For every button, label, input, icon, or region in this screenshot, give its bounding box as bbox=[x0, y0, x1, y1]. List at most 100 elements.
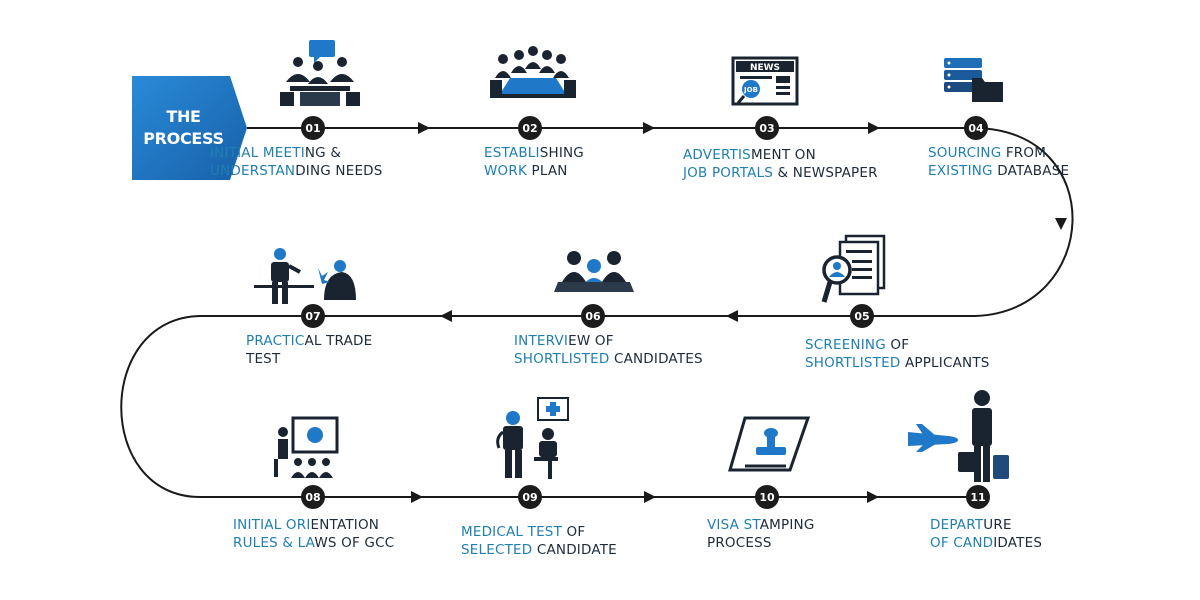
step-label-line: SHORTLISTED APPLICANTS bbox=[805, 354, 1045, 372]
step-label-highlight: INTERVI bbox=[514, 333, 569, 349]
interview-icon bbox=[554, 251, 634, 292]
arrow-right bbox=[643, 122, 655, 134]
step-number-badge: 05 bbox=[850, 304, 874, 328]
arrow-left bbox=[726, 310, 738, 322]
step-number-badge: 10 bbox=[755, 485, 779, 509]
step-number-badge: 02 bbox=[518, 116, 542, 140]
step-label: INITIAL MEETING &UNDERSTANDING NEEDS bbox=[210, 144, 450, 180]
step-label-line: SELECTED CANDIDATE bbox=[461, 541, 701, 559]
step-label-text: PLAN bbox=[531, 163, 568, 179]
step-label-text: MENT ON bbox=[750, 147, 816, 163]
step-label-text: CANDIDATES bbox=[613, 351, 703, 367]
connector-path bbox=[120, 127, 1074, 498]
step-label-text: AL TRADE bbox=[304, 333, 373, 349]
step-label-text: ENTATION bbox=[310, 517, 380, 533]
step-label-line: UNDERSTANDING NEEDS bbox=[210, 162, 450, 180]
step-label-text: URE bbox=[983, 517, 1012, 533]
step-label-highlight: OF CAND bbox=[930, 535, 994, 551]
step-label-highlight: PRACTIC bbox=[246, 333, 305, 349]
step-label-line: SOURCING FROM bbox=[928, 144, 1168, 162]
step-number-badge: 06 bbox=[581, 304, 605, 328]
step-label-line: MEDICAL TEST OF bbox=[461, 523, 701, 541]
step-label-highlight: UNDERSTAN bbox=[210, 163, 296, 179]
step-label-line: ESTABLISHING bbox=[484, 144, 724, 162]
medical-icon bbox=[496, 397, 569, 479]
banner-line-1: THE bbox=[166, 107, 201, 126]
step-number-badge: 11 bbox=[966, 485, 990, 509]
step-label-highlight: SHORTLISTED bbox=[514, 351, 614, 367]
conference-table-icon bbox=[490, 46, 576, 98]
step-label-text: CANDIDATE bbox=[536, 542, 617, 558]
step-label-line: PROCESS bbox=[707, 534, 947, 552]
step-label-line: EXISTING DATABASE bbox=[928, 162, 1168, 180]
step-label-highlight: WORK bbox=[484, 163, 532, 179]
step-label-text: WS OF GCC bbox=[314, 535, 395, 551]
step-label-text: AMPING bbox=[759, 517, 815, 533]
arrow-left bbox=[440, 310, 452, 322]
step-label-text: DING NEEDS bbox=[295, 163, 383, 179]
stamp-icon bbox=[728, 416, 811, 472]
process-banner: THE PROCESS bbox=[132, 76, 247, 180]
arrow-right bbox=[418, 122, 430, 134]
step-label-highlight: INITIAL ORI bbox=[233, 517, 311, 533]
job-text: JOB bbox=[743, 86, 758, 94]
step-label-highlight: ESTABLI bbox=[484, 145, 540, 161]
traveler-icon bbox=[908, 390, 1009, 482]
step-label-highlight: INITIAL MEETI bbox=[210, 145, 305, 161]
step-label-line: ADVERTISMENT ON bbox=[683, 146, 923, 164]
meeting-icon bbox=[280, 40, 360, 106]
step-label-text: TEST bbox=[246, 351, 281, 367]
screening-icon bbox=[821, 234, 886, 303]
banner-shape bbox=[132, 76, 247, 180]
step-label-highlight: SOURCING bbox=[928, 145, 1006, 161]
step-label-highlight: EXISTING bbox=[928, 163, 998, 179]
step-label-text: DATABASE bbox=[997, 163, 1070, 179]
step-label-highlight: MEDICAL TEST bbox=[461, 524, 567, 540]
arrow-right bbox=[867, 491, 879, 503]
step-number-badge: 08 bbox=[301, 485, 325, 509]
step-label-text: OF bbox=[890, 337, 910, 353]
news-text: NEWS bbox=[750, 63, 780, 73]
step-label-highlight: DEPART bbox=[930, 517, 984, 533]
step-label-highlight: ADVERTIS bbox=[683, 147, 751, 163]
step-label-text: EW OF bbox=[568, 333, 614, 349]
step-label-highlight: JOB PORTALS bbox=[683, 165, 778, 181]
newspaper-icon: NEWS JOB bbox=[731, 56, 799, 106]
step-label-line: DEPARTURE bbox=[930, 516, 1170, 534]
arrow-right bbox=[868, 122, 880, 134]
step-label-highlight: RULES & LA bbox=[233, 535, 315, 551]
step-label-line: SHORTLISTED CANDIDATES bbox=[514, 350, 754, 368]
step-label-line: RULES & LAWS OF GCC bbox=[233, 534, 473, 552]
step-label-line: VISA STAMPING bbox=[707, 516, 947, 534]
database-folder-icon bbox=[944, 58, 1003, 102]
step-label-text: APPLICANTS bbox=[904, 355, 990, 371]
arrow-right bbox=[644, 491, 656, 503]
step-label-line: INITIAL MEETING & bbox=[210, 144, 450, 162]
step-label-text: PROCESS bbox=[707, 535, 772, 551]
step-number-badge: 09 bbox=[518, 485, 542, 509]
step-label-highlight: SELECTED bbox=[461, 542, 537, 558]
flow-arrows bbox=[411, 122, 1067, 503]
step-number-badge: 03 bbox=[755, 116, 779, 140]
step-number-badge: 07 bbox=[301, 304, 325, 328]
step-label-text: NG & bbox=[304, 145, 342, 161]
step-label-text: OF bbox=[566, 524, 586, 540]
step-label-line: WORK PLAN bbox=[484, 162, 724, 180]
presentation-icon bbox=[274, 416, 339, 478]
step-label-highlight: VISA ST bbox=[707, 517, 760, 533]
step-label-line: INITIAL ORIENTATION bbox=[233, 516, 473, 534]
step-label-line: PRACTICAL TRADE bbox=[246, 332, 486, 350]
arrow-right bbox=[411, 491, 423, 503]
step-label-line: INTERVIEW OF bbox=[514, 332, 754, 350]
